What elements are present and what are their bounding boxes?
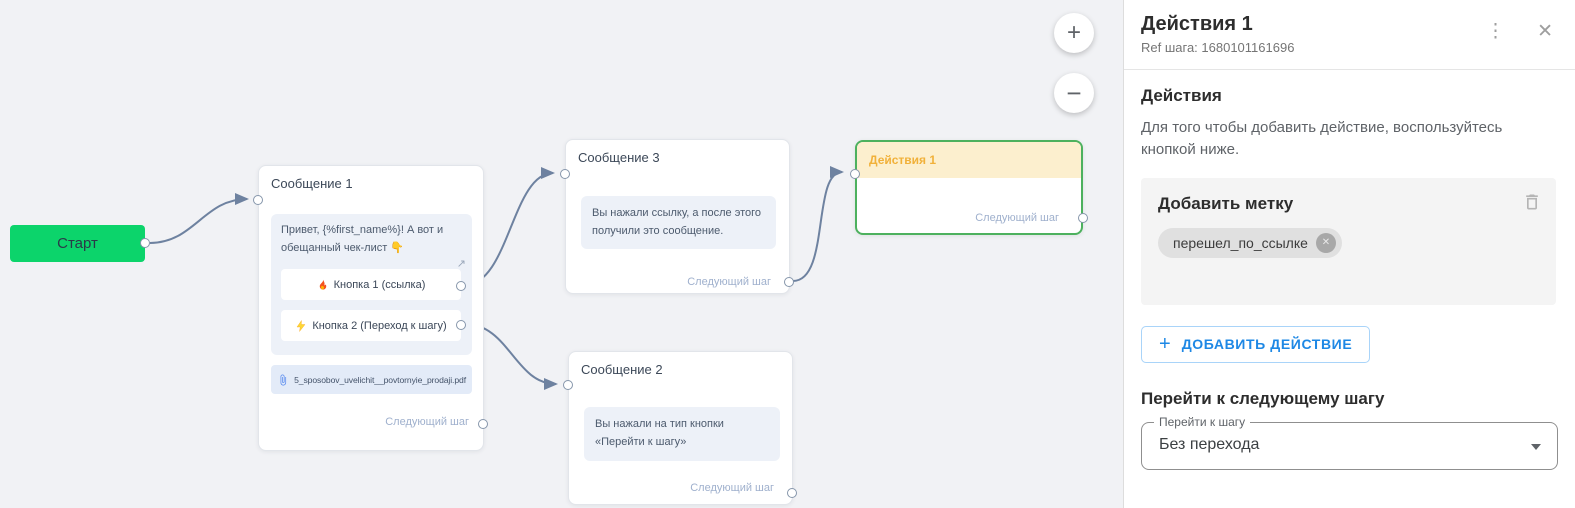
message2-text: Вы нажали на тип кнопки «Перейти к шагу» (595, 416, 772, 451)
tag-remove-button[interactable]: ✕ (1316, 233, 1336, 253)
close-icon-small: ✕ (1322, 237, 1330, 248)
panel-header: Действия 1 Ref шага: 1680101161696 ⋮ ✕ (1124, 0, 1575, 70)
actions-description: Для того чтобы добавить действие, воспол… (1141, 117, 1556, 161)
plus-icon: + (1067, 21, 1081, 45)
actions1-node-title: Действия 1 (869, 153, 936, 167)
message2-input-port[interactable] (563, 380, 573, 390)
fire-icon (317, 279, 329, 291)
goto-step-select-value: Без перехода (1159, 436, 1259, 454)
add-action-button-label: ДОБАВИТЬ ДЕЙСТВИЕ (1182, 336, 1353, 352)
message3-node[interactable]: Сообщение 3 Вы нажали ссылку, а после эт… (565, 139, 790, 294)
add-tag-card: Добавить метку перешел_по_ссылке ✕ (1141, 178, 1556, 305)
start-node-label: Старт (57, 235, 98, 252)
message1-bubble: Привет, {%first_name%}! А вот и обещанны… (271, 214, 472, 355)
step-settings-panel: Действия 1 Ref шага: 1680101161696 ⋮ ✕ Д… (1123, 0, 1575, 508)
message2-title: Сообщение 2 (581, 362, 663, 377)
button1-output-port[interactable] (456, 281, 466, 291)
message2-output-port[interactable] (787, 488, 797, 498)
step-ref-label: Ref шага: 1680101161696 (1141, 40, 1555, 55)
actions1-node[interactable]: Действия 1 Следующий шаг (855, 140, 1083, 235)
edge-message3-to-actions1 (793, 172, 842, 281)
goto-step-select-label: Перейти к шагу (1154, 415, 1250, 429)
tag-chip-label: перешел_по_ссылке (1173, 235, 1308, 251)
message1-button1-label: Кнопка 1 (ссылка) (334, 279, 426, 291)
message3-title: Сообщение 3 (578, 150, 660, 165)
message3-output-port[interactable] (784, 277, 794, 287)
plus-icon-blue: + (1159, 334, 1171, 354)
message2-node[interactable]: Сообщение 2 Вы нажали на тип кнопки «Пер… (568, 351, 793, 505)
message1-attachment[interactable]: 5_sposobov_uvelichit__povtornyie_prodaji… (271, 365, 472, 394)
message1-next-step-label[interactable]: Следующий шаг (385, 416, 469, 428)
attachment-filename: 5_sposobov_uvelichit__povtornyie_prodaji… (294, 375, 466, 385)
minus-icon: − (1066, 80, 1081, 106)
actions1-output-port[interactable] (1078, 213, 1088, 223)
start-node[interactable]: Старт (10, 225, 145, 262)
zoom-in-button[interactable]: + (1054, 13, 1094, 53)
message1-output-port[interactable] (478, 419, 488, 429)
delete-action-button[interactable] (1522, 192, 1542, 217)
add-tag-card-title: Добавить метку (1158, 194, 1540, 214)
message1-text: Привет, {%first_name%}! А вот и обещанны… (281, 222, 464, 257)
zoom-out-button[interactable]: − (1054, 73, 1094, 113)
message1-input-port[interactable] (253, 195, 263, 205)
message2-bubble: Вы нажали на тип кнопки «Перейти к шагу» (584, 407, 780, 461)
flow-canvas[interactable]: Старт Сообщение 1 Привет, {%first_name%}… (0, 0, 1123, 508)
close-icon[interactable]: ✕ (1537, 22, 1553, 41)
actions1-next-step-label[interactable]: Следующий шаг (975, 212, 1059, 224)
button2-output-port[interactable] (456, 320, 466, 330)
tag-chip[interactable]: перешел_по_ссылке ✕ (1158, 228, 1342, 258)
actions1-input-port[interactable] (850, 169, 860, 179)
start-output-port[interactable] (140, 238, 150, 248)
goto-step-select[interactable]: Перейти к шагу Без перехода (1141, 422, 1558, 470)
chevron-down-icon (1531, 444, 1541, 450)
message3-text: Вы нажали ссылку, а после этого получили… (592, 205, 768, 240)
panel-body: Действия Для того чтобы добавить действи… (1124, 70, 1575, 470)
message1-button1[interactable]: Кнопка 1 (ссылка) (281, 269, 461, 300)
paperclip-icon (277, 373, 289, 387)
message3-bubble: Вы нажали ссылку, а после этого получили… (581, 196, 776, 249)
message3-next-step-label[interactable]: Следующий шаг (687, 276, 771, 288)
actions1-node-header: Действия 1 (857, 142, 1081, 178)
message1-button2[interactable]: Кнопка 2 (Переход к шагу) (281, 310, 461, 341)
lightning-icon (295, 320, 307, 332)
flow-edges (0, 0, 1123, 508)
message1-node[interactable]: Сообщение 1 Привет, {%first_name%}! А во… (258, 165, 484, 451)
add-action-button[interactable]: + ДОБАВИТЬ ДЕЙСТВИЕ (1141, 326, 1370, 363)
actions-section-title: Действия (1141, 86, 1556, 106)
message1-button2-label: Кнопка 2 (Переход к шагу) (312, 320, 446, 332)
message2-next-step-label[interactable]: Следующий шаг (690, 482, 774, 494)
edge-start-to-message1 (150, 199, 247, 243)
trash-icon (1522, 192, 1542, 212)
goto-section-title: Перейти к следующему шагу (1141, 389, 1556, 409)
message1-title: Сообщение 1 (271, 176, 353, 191)
message3-input-port[interactable] (560, 169, 570, 179)
more-options-icon[interactable]: ⋮ (1486, 22, 1505, 41)
